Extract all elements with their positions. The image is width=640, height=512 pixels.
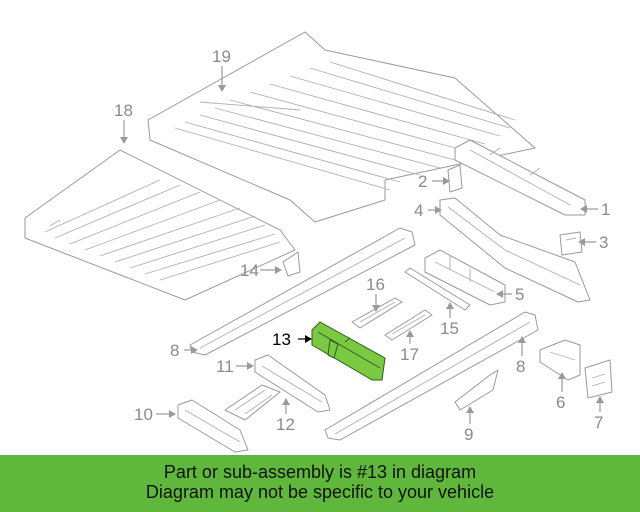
callout-1: 1 bbox=[601, 200, 610, 219]
part-3-bracket[interactable] bbox=[559, 231, 583, 256]
part-5-crossmember[interactable] bbox=[424, 249, 506, 306]
callout-5: 5 bbox=[515, 285, 524, 304]
part-18-front-floor-panel[interactable] bbox=[24, 149, 296, 301]
banner-line-2: Diagram may not be specific to your vehi… bbox=[145, 482, 495, 502]
callout-9: 9 bbox=[464, 425, 473, 444]
callout-12: 12 bbox=[276, 415, 295, 434]
callout-13: 13 bbox=[272, 330, 291, 349]
callout-8-left: 8 bbox=[170, 341, 179, 360]
callout-14: 14 bbox=[240, 261, 259, 280]
part-2-bracket[interactable] bbox=[447, 164, 463, 193]
callout-4: 4 bbox=[414, 201, 423, 220]
callout-6: 6 bbox=[556, 393, 565, 412]
callout-3: 3 bbox=[599, 233, 608, 252]
part-8-side-rail-right[interactable] bbox=[324, 311, 539, 441]
callout-10: 10 bbox=[134, 405, 153, 424]
part-9-bracket[interactable] bbox=[454, 369, 499, 411]
part-13-highlighted-crossmember[interactable] bbox=[311, 321, 386, 381]
callout-17: 17 bbox=[400, 345, 419, 364]
part-11-rail-section[interactable] bbox=[254, 354, 331, 413]
part-17-brace[interactable] bbox=[384, 309, 433, 341]
callout-labels: 1 2 3 4 5 6 7 8 8 9 10 11 12 13 14 15 16… bbox=[114, 47, 610, 444]
callout-15: 15 bbox=[440, 319, 459, 338]
leader-lines bbox=[120, 66, 604, 424]
part-14-bracket[interactable] bbox=[282, 251, 301, 277]
part-19-rear-floor-panel[interactable] bbox=[147, 31, 536, 223]
part-4-crossmember[interactable] bbox=[439, 197, 591, 303]
callout-11: 11 bbox=[216, 357, 234, 376]
part-1-rear-crossmember[interactable] bbox=[454, 139, 586, 216]
part-12-rail-section[interactable] bbox=[224, 384, 281, 421]
callout-8-right: 8 bbox=[516, 357, 525, 376]
callout-19: 19 bbox=[212, 47, 231, 66]
callout-16: 16 bbox=[366, 275, 385, 294]
parts-diagram: 1 2 3 4 5 6 7 8 8 9 10 11 12 13 14 15 16… bbox=[24, 31, 613, 453]
banner-line-1: Part or sub-assembly is #13 in diagram bbox=[163, 462, 477, 482]
callout-2: 2 bbox=[418, 172, 427, 191]
info-banner: Part or sub-assembly is #13 in diagram D… bbox=[0, 455, 640, 512]
part-7-bracket[interactable] bbox=[584, 359, 613, 399]
part-16-brace[interactable] bbox=[351, 297, 403, 329]
part-6-bracket[interactable] bbox=[539, 339, 581, 381]
callout-18: 18 bbox=[114, 101, 133, 120]
callout-7: 7 bbox=[594, 413, 603, 432]
part-15-brace[interactable] bbox=[404, 267, 471, 311]
part-10-rail-section[interactable] bbox=[177, 399, 249, 453]
